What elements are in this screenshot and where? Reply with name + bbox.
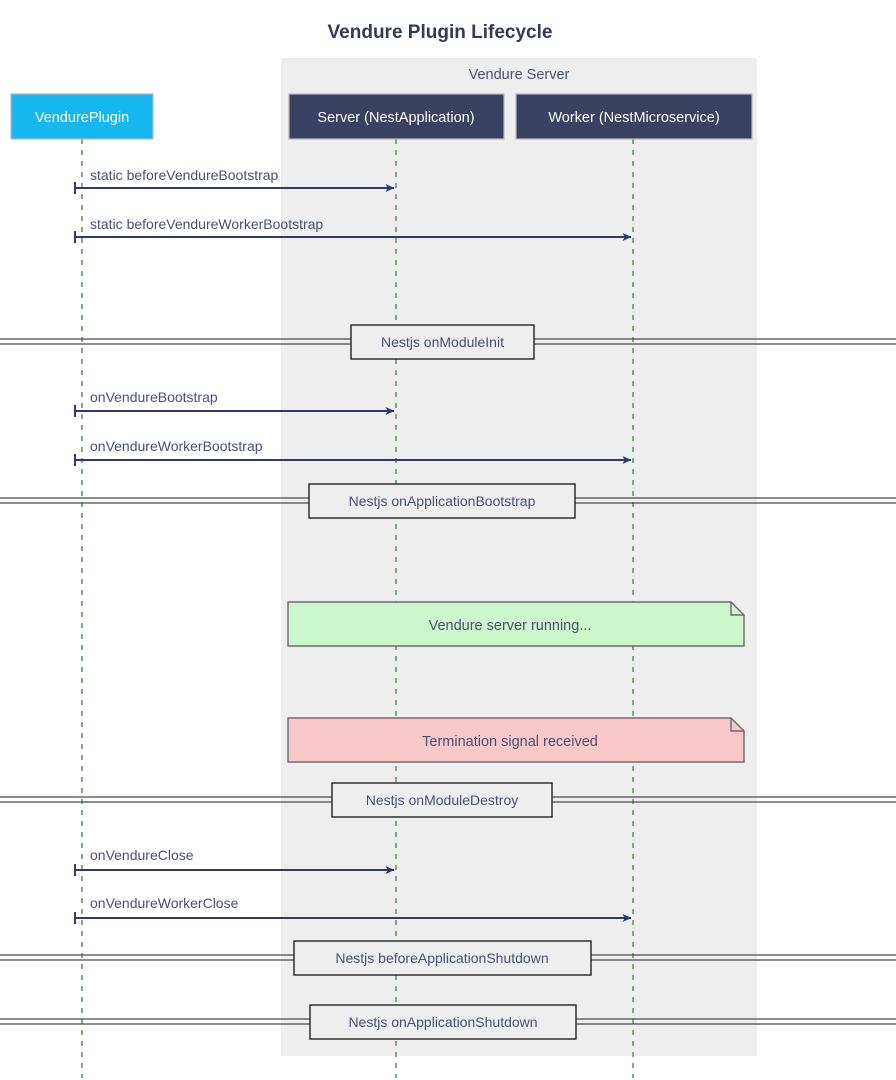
message-onvendureclose: onVendureClose [74,847,395,876]
divider-label: Nestjs onModuleInit [381,334,504,350]
message-onvendurebootstrap: onVendureBootstrap [74,389,395,417]
note-label: Vendure server running... [429,618,592,634]
message-label: static beforeVendureBootstrap [90,167,279,183]
divider-nestjs-onapplicationbootstrap: Nestjs onApplicationBootstrap [0,483,896,519]
message-label: onVendureBootstrap [90,389,218,405]
note-label: Termination signal received [422,734,598,750]
message-label: onVendureClose [90,847,194,863]
message-static-beforevendureworkerbootstrap: static beforeVendureWorkerBootstrap [74,216,632,243]
divider-nestjs-beforeapplicationshutdown: Nestjs beforeApplicationShutdown [0,940,896,976]
message-label: static beforeVendureWorkerBootstrap [90,216,323,232]
message-label: onVendureWorkerBootstrap [90,438,263,454]
divider-label: Nestjs beforeApplicationShutdown [335,950,548,966]
divider-label: Nestjs onApplicationBootstrap [349,493,536,509]
participant-worker-nestmicroservice[interactable]: Worker (NestMicroservice) [515,93,753,140]
message-label: onVendureWorkerClose [90,895,239,911]
page-title: Vendure Plugin Lifecycle [328,22,553,43]
divider-label: Nestjs onModuleDestroy [366,792,519,808]
divider-nestjs-onapplicationshutdown: Nestjs onApplicationShutdown [0,1004,896,1040]
message-static-beforevendurebootstrap: static beforeVendureBootstrap [74,167,395,194]
lifelines [81,139,634,1078]
divider-nestjs-onmoduleinit: Nestjs onModuleInit [0,324,896,360]
note-termination-signal-received: Termination signal received [287,717,745,763]
note-vendure-server-running: Vendure server running... [287,601,745,647]
participant-label-server: Server (NestApplication) [317,110,474,126]
participant-vendureplugin[interactable]: VendurePlugin [10,93,154,140]
message-onvendureworkerclose: onVendureWorkerClose [74,895,632,924]
divider-label: Nestjs onApplicationShutdown [348,1014,537,1030]
group-box-vendure-server: Vendure Server [281,58,757,1056]
participant-server-nestapplication[interactable]: Server (NestApplication) [288,93,505,140]
divider-nestjs-onmoduledestroy: Nestjs onModuleDestroy [0,782,896,818]
participant-label-worker: Worker (NestMicroservice) [548,110,719,126]
group-box-label: Vendure Server [469,67,570,83]
participant-label-plugin: VendurePlugin [35,110,129,126]
message-onvendureworkerbootstrap: onVendureWorkerBootstrap [74,438,632,466]
